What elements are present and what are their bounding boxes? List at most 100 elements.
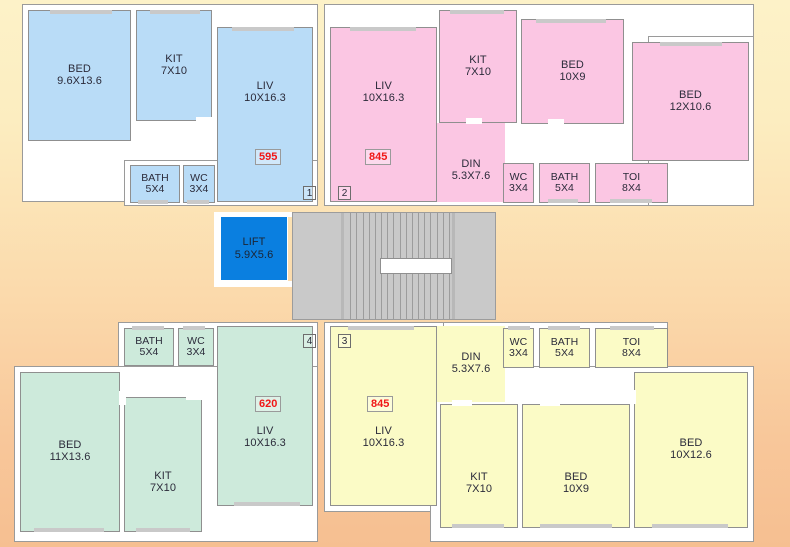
room-u3-din[interactable]: DIN 5.3X7.6 xyxy=(437,326,505,402)
room-u2-liv[interactable]: LIV 10X16.3 xyxy=(330,27,437,202)
window-opening xyxy=(652,524,728,528)
door-opening xyxy=(196,117,212,123)
room-lift[interactable]: LIFT 5.9X5.6 xyxy=(220,216,288,281)
room-u2-din[interactable]: DIN 5.3X7.6 xyxy=(437,123,505,202)
room-label: BATH 5X4 xyxy=(141,171,169,195)
window-opening xyxy=(132,326,164,330)
room-u4-kit[interactable]: KIT 7X10 xyxy=(124,397,202,532)
window-opening xyxy=(660,42,722,46)
room-label: LIV 10X16.3 xyxy=(362,425,405,449)
room-u3-bath[interactable]: BATH 5X4 xyxy=(539,328,590,368)
unit-3-area-badge: 845 xyxy=(367,396,394,412)
room-label: BED 11X13.6 xyxy=(49,439,91,463)
door-opening xyxy=(466,118,482,124)
room-u3-kit[interactable]: KIT 7X10 xyxy=(440,404,518,528)
unit-2-area-badge: 845 xyxy=(365,149,392,165)
door-opening xyxy=(131,121,144,129)
room-u3-bed-10x12[interactable]: BED 10X12.6 xyxy=(634,372,748,528)
room-label: BED 9.6X13.6 xyxy=(57,62,102,87)
stair-landing xyxy=(380,258,452,274)
room-label: WC 3X4 xyxy=(509,335,528,359)
lift-wall-top xyxy=(214,212,292,217)
unit-1-number-badge[interactable]: 1 xyxy=(303,186,316,200)
room-u3-wc[interactable]: WC 3X4 xyxy=(503,328,534,368)
window-opening xyxy=(540,524,612,528)
room-u1-bath[interactable]: BATH 5X4 xyxy=(130,165,180,203)
room-u2-wc[interactable]: WC 3X4 xyxy=(503,163,534,203)
window-opening xyxy=(232,27,294,31)
window-opening xyxy=(34,528,104,532)
window-opening xyxy=(610,199,652,203)
room-label: KIT 7X10 xyxy=(464,53,492,78)
room-u2-bed-10x9[interactable]: BED 10X9 xyxy=(521,19,624,124)
door-opening xyxy=(186,394,202,400)
window-opening xyxy=(234,502,300,506)
window-opening xyxy=(610,326,654,330)
room-label: WC 3X4 xyxy=(186,334,206,358)
window-opening xyxy=(350,27,416,31)
room-label: LIV 10X16.3 xyxy=(244,425,286,449)
unit-3-number-badge[interactable]: 3 xyxy=(338,334,351,348)
room-u4-bath[interactable]: BATH 5X4 xyxy=(124,328,174,366)
room-label: BED 10X9 xyxy=(559,58,586,83)
door-opening xyxy=(629,390,636,404)
room-u3-bed-10x9[interactable]: BED 10X9 xyxy=(522,404,630,528)
room-label: KIT 7X10 xyxy=(160,52,188,77)
window-opening xyxy=(548,326,580,330)
door-opening xyxy=(540,400,560,406)
room-u1-wc[interactable]: WC 3X4 xyxy=(183,165,215,203)
room-label: WC 3X4 xyxy=(189,171,209,195)
window-opening xyxy=(452,524,504,528)
room-label: BED 10X12.6 xyxy=(670,437,712,461)
window-opening xyxy=(548,199,578,203)
room-label: BATH 5X4 xyxy=(135,334,163,358)
room-label: KIT 7X10 xyxy=(149,469,177,494)
window-opening xyxy=(183,326,205,330)
window-opening xyxy=(187,200,209,204)
room-u2-toi[interactable]: TOI 8X4 xyxy=(595,163,668,203)
window-opening xyxy=(50,10,112,14)
unit-4-number-badge[interactable]: 4 xyxy=(303,334,316,348)
room-u2-kit[interactable]: KIT 7X10 xyxy=(439,10,517,123)
room-label: BATH 5X4 xyxy=(550,335,579,359)
room-u4-bed[interactable]: BED 11X13.6 xyxy=(20,372,120,532)
room-u2-bath[interactable]: BATH 5X4 xyxy=(539,163,590,203)
window-opening xyxy=(138,200,168,204)
window-opening xyxy=(150,10,200,14)
window-opening xyxy=(508,326,530,330)
room-label: DIN 5.3X7.6 xyxy=(451,157,491,182)
room-label: LIV 10X16.3 xyxy=(244,79,286,104)
stair-separator-left xyxy=(341,213,344,319)
room-label: TOI 8X4 xyxy=(622,170,641,194)
room-u4-wc[interactable]: WC 3X4 xyxy=(178,328,214,366)
room-u3-liv[interactable]: LIV 10X16.3 xyxy=(330,326,437,506)
room-label: DIN 5.3X7.6 xyxy=(451,351,491,375)
room-label: LIV 10X16.3 xyxy=(362,79,405,104)
unit-2-number-badge[interactable]: 2 xyxy=(338,186,351,200)
lift-wall-bottom xyxy=(214,281,292,287)
door-opening xyxy=(548,119,564,125)
stair-separator-right xyxy=(452,213,455,319)
room-label: BED 12X10.6 xyxy=(669,88,712,113)
window-opening xyxy=(136,528,190,532)
unit-4-area-badge: 620 xyxy=(255,396,282,412)
door-opening xyxy=(452,400,472,406)
room-u3-toi[interactable]: TOI 8X4 xyxy=(595,328,668,368)
room-u2-bed-12x10[interactable]: BED 12X10.6 xyxy=(632,42,749,161)
room-label: TOI 8X4 xyxy=(622,335,641,359)
window-opening xyxy=(536,19,606,23)
lift-label: LIFT 5.9X5.6 xyxy=(234,236,274,261)
room-label: BATH 5X4 xyxy=(550,170,579,194)
unit-1-area-badge: 595 xyxy=(255,149,282,165)
room-u1-liv[interactable]: LIV 10X16.3 xyxy=(217,27,313,202)
room-u4-liv[interactable]: LIV 10X16.3 xyxy=(217,326,313,506)
room-label: KIT 7X10 xyxy=(465,471,493,495)
door-opening xyxy=(119,391,126,405)
room-label: BED 10X9 xyxy=(562,471,590,495)
window-opening xyxy=(348,326,414,330)
room-u1-bed[interactable]: BED 9.6X13.6 xyxy=(28,10,131,141)
window-opening xyxy=(450,10,504,14)
room-u1-kit[interactable]: KIT 7X10 xyxy=(136,10,212,121)
room-label: WC 3X4 xyxy=(509,170,528,194)
